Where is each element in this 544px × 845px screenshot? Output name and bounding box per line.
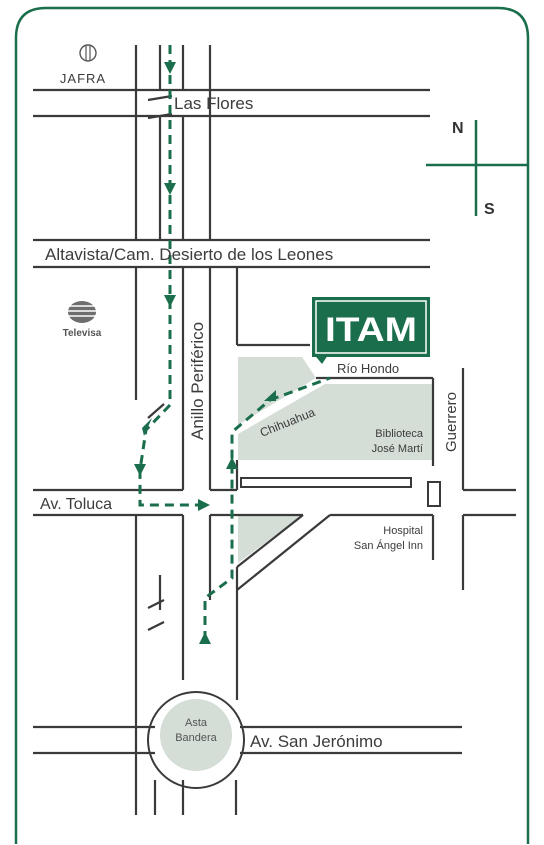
street-rio-hondo: Río Hondo bbox=[337, 361, 399, 376]
itam-box bbox=[312, 297, 430, 357]
compass bbox=[426, 120, 528, 216]
block-biblioteca bbox=[238, 384, 433, 460]
block-north bbox=[238, 357, 316, 425]
street-altavista: Altavista/Cam. Desierto de los Leones bbox=[45, 245, 333, 264]
street-guerrero: Guerrero bbox=[443, 392, 460, 452]
street-toluca: Av. Toluca bbox=[40, 496, 112, 513]
hospital-line1: Hospital bbox=[383, 525, 423, 537]
route-arrows bbox=[134, 62, 276, 644]
televisa-label: Televisa bbox=[63, 328, 102, 339]
biblioteca-line1: Biblioteca bbox=[375, 428, 424, 440]
biblioteca-line2: José Martí bbox=[372, 443, 423, 455]
route bbox=[138, 45, 331, 640]
asta-line1: Asta bbox=[185, 717, 208, 729]
televisa-logo bbox=[66, 301, 98, 323]
jafra-logo bbox=[79, 44, 97, 62]
roundabout bbox=[147, 691, 245, 789]
hospital-line2: San Ángel Inn bbox=[354, 539, 423, 552]
map-frame bbox=[14, 6, 530, 844]
jafra-label: JAFRA bbox=[60, 71, 106, 86]
compass-south: S bbox=[484, 201, 495, 218]
street-periferico: Anillo Periférico bbox=[188, 322, 207, 440]
street-san-jeronimo: Av. San Jerónimo bbox=[250, 732, 383, 751]
itam-logo-text: ITAM bbox=[325, 311, 417, 349]
asta-bandera-circle bbox=[160, 699, 232, 771]
compass-north: N bbox=[452, 120, 464, 137]
asta-line2: Bandera bbox=[175, 732, 217, 744]
street-las-flores: Las Flores bbox=[174, 94, 253, 113]
